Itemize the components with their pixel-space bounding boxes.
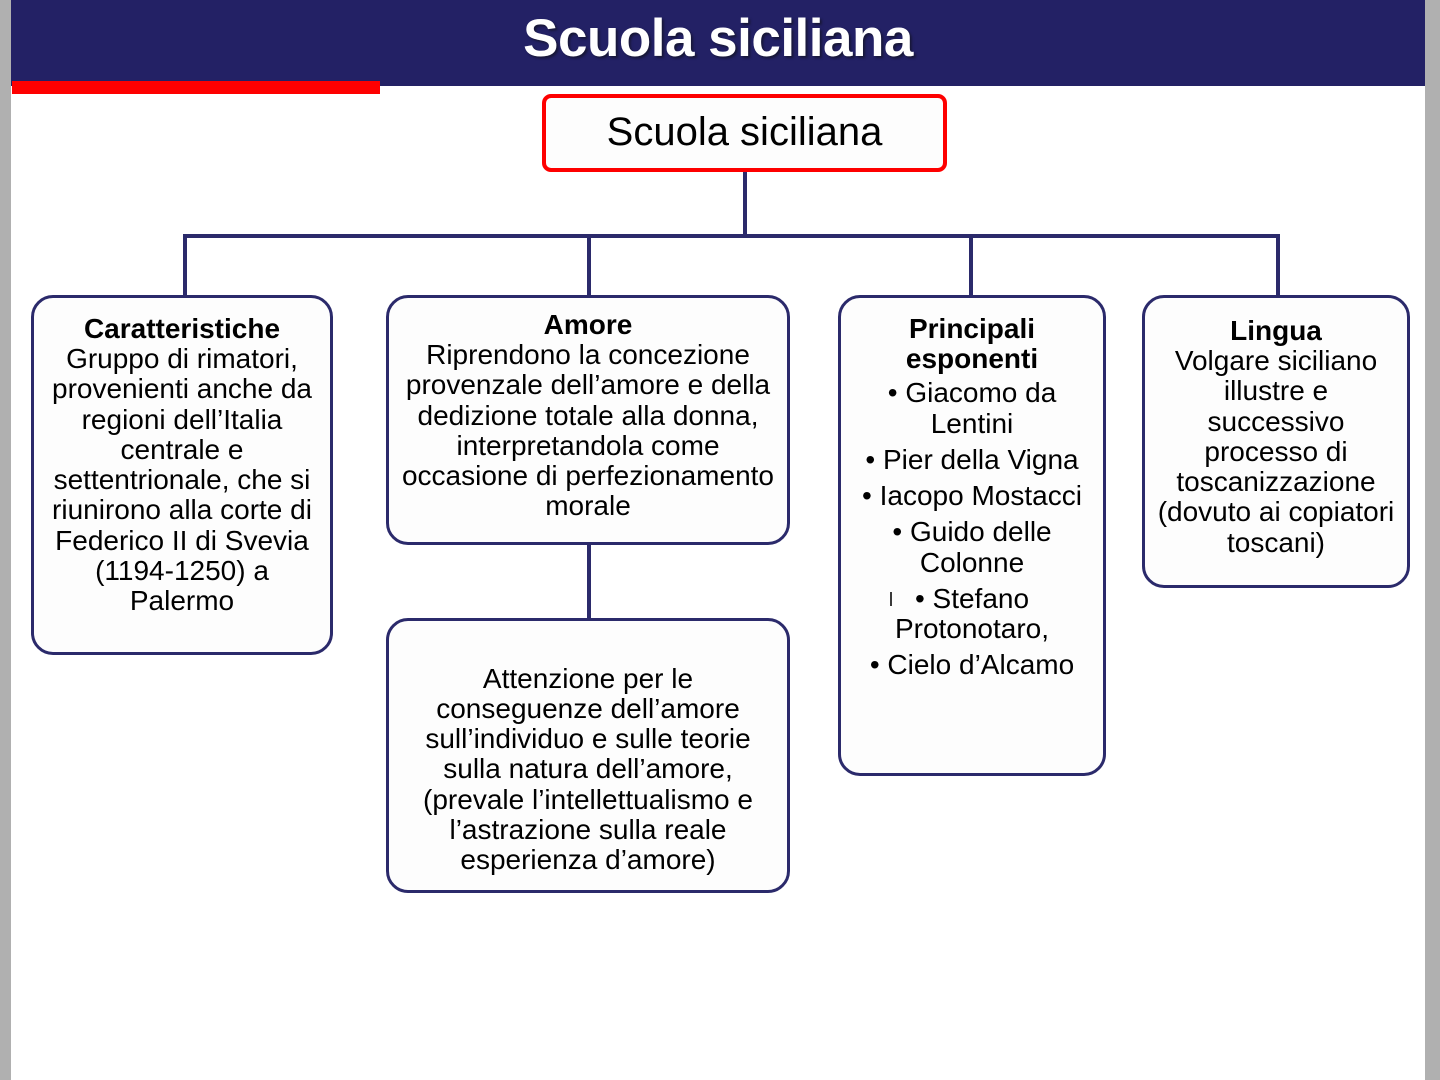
list-item: Cielo d’Alcamo [847, 650, 1097, 680]
node-amore-consequences-body: Attenzione per le conseguenze dell’amore… [423, 662, 753, 876]
header-band [11, 0, 1425, 86]
node-caratteristiche-title: Caratteristiche [83, 313, 281, 344]
list-item: Iacopo Mostacci [847, 480, 1097, 511]
node-lingua-title: Lingua [1230, 315, 1322, 346]
node-caratteristiche[interactable]: Caratteristiche Gruppo di rimatori, prov… [31, 295, 333, 655]
page-title: Scuola siciliana [523, 9, 913, 68]
node-lingua[interactable]: Lingua Volgare siciliano illustre e succ… [1142, 295, 1410, 588]
connector-down-amore [587, 234, 591, 297]
connector-root-down [743, 172, 747, 238]
left-edge-strip [0, 0, 11, 1080]
list-item: Giacomo da Lentini [847, 378, 1097, 439]
node-lingua-body: Volgare siciliano illustre e successivo … [1157, 345, 1395, 558]
node-root-label: Scuola siciliana [606, 110, 883, 155]
node-amore-body: Riprendono la concezione provenzale dell… [401, 339, 774, 522]
node-esponenti-title: Principali esponenti [905, 313, 1039, 375]
connector-down-lingua [1276, 234, 1280, 297]
node-amore-title: Amore [543, 309, 633, 340]
list-item: Stefano Protonotaro, [847, 583, 1097, 644]
right-edge-strip [1425, 0, 1440, 1080]
node-root-scuola-siciliana[interactable]: Scuola siciliana [542, 94, 947, 172]
node-amore-consequences[interactable]: Attenzione per le conseguenze dell’amore… [386, 618, 790, 893]
connector-down-caratteristiche [183, 234, 187, 297]
list-item: Pier della Vigna [847, 444, 1097, 475]
node-amore[interactable]: Amore Riprendono la concezione provenzal… [386, 295, 790, 545]
node-principali-esponenti[interactable]: Principali esponenti Giacomo da Lentini … [838, 295, 1106, 776]
header-accent-bar [12, 81, 380, 94]
esponenti-list: Giacomo da Lentini Pier della Vigna Iaco… [847, 378, 1097, 680]
connector-horizontal-bus [183, 234, 1280, 238]
node-caratteristiche-body: Gruppo di rimatori, provenienti anche da… [52, 343, 312, 617]
connector-amore-to-sub [587, 545, 591, 619]
list-item: Guido delle Colonne [847, 517, 1097, 578]
stray-artifact-mark [890, 592, 892, 606]
connector-down-esponenti [969, 234, 973, 297]
